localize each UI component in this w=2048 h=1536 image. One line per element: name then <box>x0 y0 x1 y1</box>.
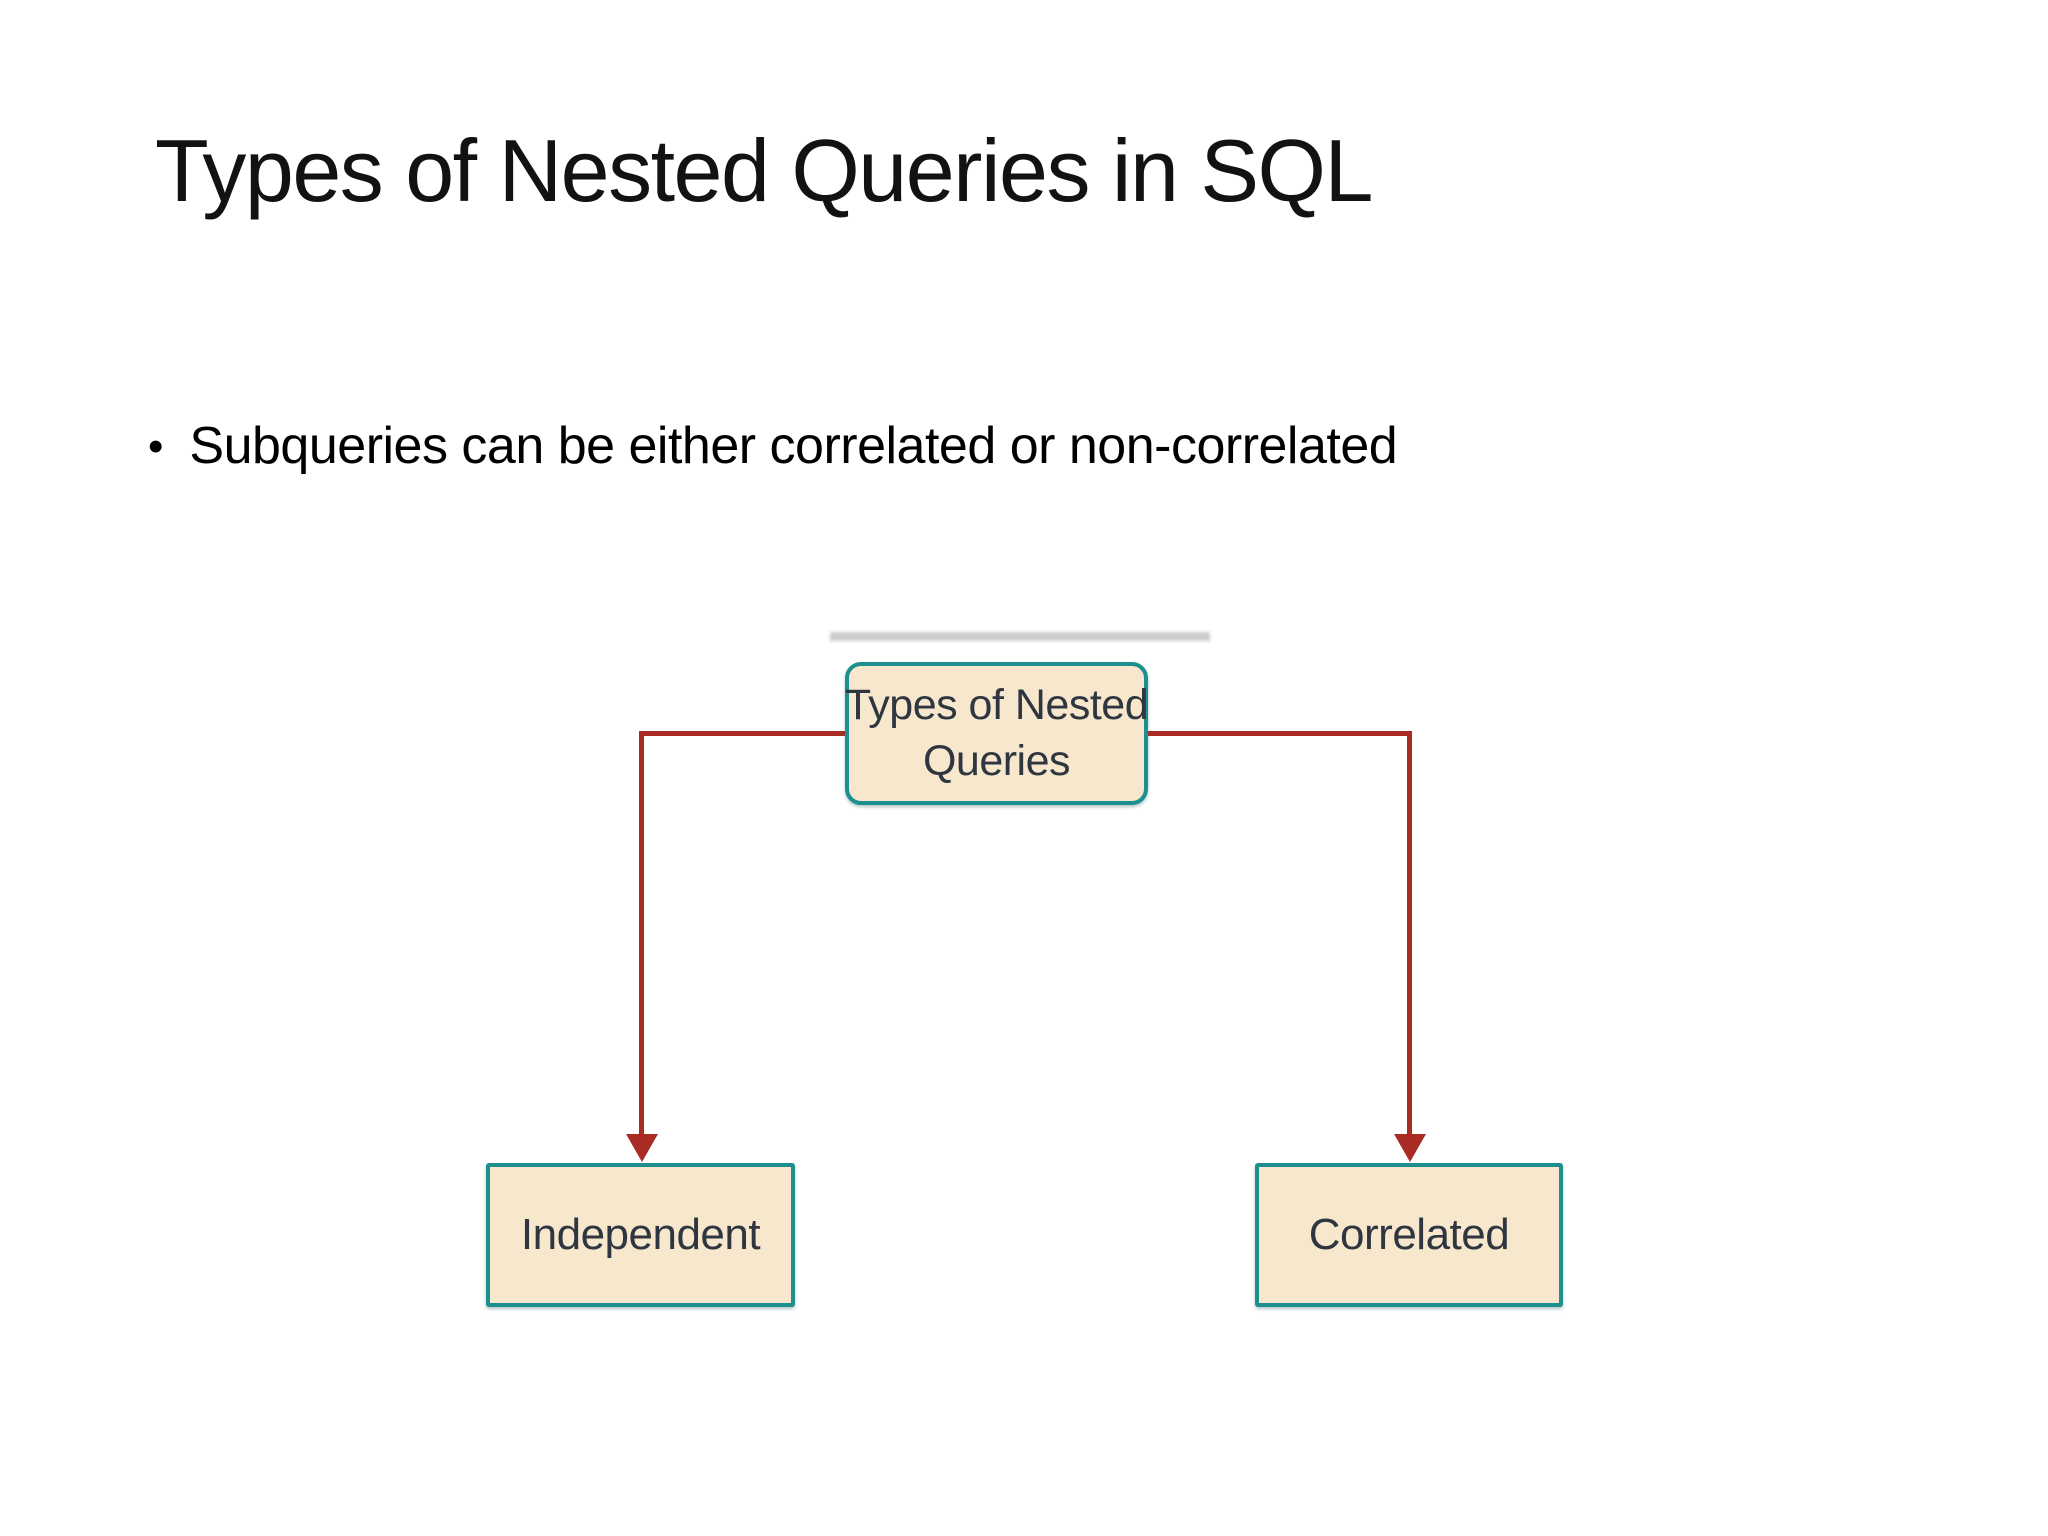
right-arrowhead-icon <box>1394 1134 1426 1162</box>
bullet-item: • Subqueries can be either correlated or… <box>148 414 1398 479</box>
correlated-node-label: Correlated <box>1308 1210 1510 1259</box>
left-arrowhead-icon <box>626 1134 658 1162</box>
diagram-node-types-of-nested-queries: Types of Nested Queries <box>844 662 1149 805</box>
root-node-shadow-artifact <box>830 632 1210 641</box>
connector-left-vertical-line <box>639 731 644 1135</box>
bullet-dot: • <box>148 422 164 471</box>
diagram-node-independent: Independent <box>486 1163 795 1307</box>
root-node-label-line1: Types of Nested <box>844 681 1149 730</box>
independent-node-label: Independent <box>520 1210 761 1259</box>
bullet-text: Subqueries can be either correlated or n… <box>189 417 1398 475</box>
connector-right-vertical-line <box>1407 731 1412 1135</box>
diagram-node-correlated: Correlated <box>1255 1163 1563 1307</box>
root-node-label-line2: Queries <box>922 736 1071 785</box>
slide-title: Types of Nested Queries in SQL <box>155 121 1373 220</box>
